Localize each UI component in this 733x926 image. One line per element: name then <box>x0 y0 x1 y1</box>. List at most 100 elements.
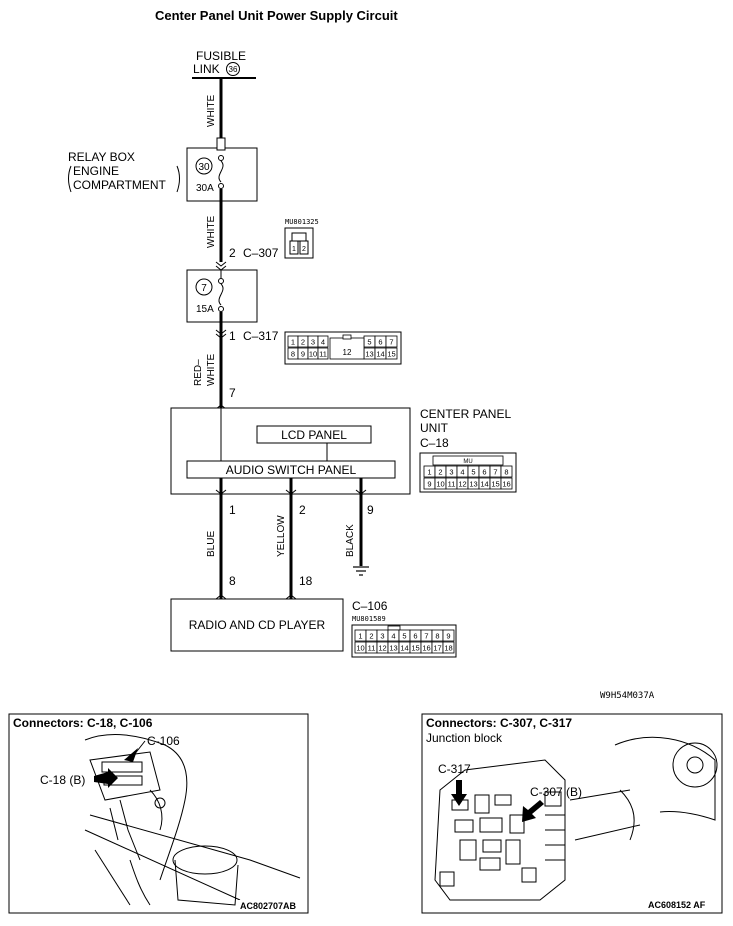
c18-top-num: 4 <box>460 468 464 477</box>
connector-c307-pin-1-num: 1 <box>292 246 296 253</box>
inset-right-code: AC608152 AF <box>648 900 706 910</box>
c106-top-num: 4 <box>391 632 395 641</box>
c317-bottom-num: 14 <box>376 350 384 359</box>
c18-bottom-num: 16 <box>502 480 510 489</box>
c18-bottom-num: 15 <box>491 480 499 489</box>
wire-color-black: BLACK <box>345 524 356 557</box>
radio-cd-player-label: RADIO AND CD PLAYER <box>189 618 326 632</box>
fusible-link-number-circle <box>226 62 240 76</box>
c106-bottom-num: 13 <box>389 644 397 653</box>
c106-bottom-num: 12 <box>378 644 386 653</box>
c106-bottom-num: 10 <box>356 644 364 653</box>
lcd-panel-label: LCD PANEL <box>281 428 347 442</box>
c317-mid-num: 12 <box>343 348 352 357</box>
pin-c307: 2 <box>229 246 236 260</box>
radio-in-chevron-18 <box>285 594 297 600</box>
c317-top-num: 1 <box>291 338 295 347</box>
fusible-link-number: 36 <box>229 65 238 74</box>
c106-top-num: 9 <box>446 632 450 641</box>
inset-left-title: Connectors: C-18, C-106 <box>13 716 153 730</box>
connector-c317-label: C–317 <box>243 329 279 343</box>
ground-icon <box>353 566 369 576</box>
relay-box-bracket-right <box>176 165 180 193</box>
inset-left-callout-c106: C-106 <box>147 734 180 748</box>
pin-cpu-2: 2 <box>299 503 306 517</box>
c18-top-num: 7 <box>493 468 497 477</box>
cpu-out-chevron-1 <box>215 489 227 495</box>
connector-c18-label: C–18 <box>420 436 449 450</box>
relay-fuse-number-circle <box>195 157 213 175</box>
connector-c106-part: MU801589 <box>352 615 386 623</box>
fusible-link-label: FUSIBLE <box>196 49 246 63</box>
c106-top-num: 3 <box>380 632 384 641</box>
c106-top-num: 7 <box>424 632 428 641</box>
c317-bottom-num: 11 <box>319 350 327 359</box>
fuse2-terminal-bottom <box>218 306 224 312</box>
pin-cpu-9: 9 <box>367 503 374 517</box>
pin-radio-18: 18 <box>299 574 313 588</box>
c106-bottom-num: 11 <box>368 644 376 653</box>
c106-top-num: 2 <box>369 632 373 641</box>
inset-left-callout-c18: C-18 (B) <box>40 773 85 787</box>
c317-bottom-num: 15 <box>387 350 395 359</box>
c317-top-num: 6 <box>378 338 382 347</box>
relay-box-bracket-left <box>68 165 72 193</box>
radio-cd-player-box <box>170 598 344 652</box>
c106-top-num: 1 <box>358 632 362 641</box>
inset-right-callout-c307: C-307 (B) <box>530 785 582 799</box>
c106-bottom-num: 17 <box>433 644 441 653</box>
inset-right-title: Connectors: C-307, C-317 <box>426 716 572 730</box>
inset-left-code-bg <box>236 900 306 911</box>
cpu-out-chevron-2 <box>285 489 297 495</box>
wire-color-red-white-1: RED– <box>193 359 204 386</box>
diagram-code: W9H54M037A <box>600 691 655 701</box>
c317-top-cell <box>385 335 398 348</box>
c106-bottom-num: 18 <box>444 644 452 653</box>
c106-bottom-cell <box>442 641 455 654</box>
c317-bottom-cell <box>317 347 329 360</box>
c317-bottom-num: 10 <box>309 350 317 359</box>
c317-top-num: 7 <box>389 338 393 347</box>
connector-c307-label: C–307 <box>243 246 279 260</box>
c18-top-num: 1 <box>427 468 431 477</box>
fuse2-rating: 15A <box>196 304 214 315</box>
lcd-panel-box <box>256 425 372 444</box>
c106-bottom-num: 15 <box>411 644 419 653</box>
relay-box-label-1: RELAY BOX <box>68 150 135 164</box>
c317-top-cell <box>317 335 329 348</box>
c317-bottom-num: 9 <box>301 350 305 359</box>
callout-arrow-c307-icon <box>522 800 544 822</box>
c317-key <box>342 334 352 340</box>
inset-right-subtitle: Junction block <box>426 731 503 745</box>
c18-top-num: 6 <box>482 468 486 477</box>
wire-color-red-white-2: WHITE <box>206 353 217 386</box>
wire-color-yellow: YELLOW <box>276 515 287 557</box>
inset-right-callout-c317: C-317 <box>438 762 471 776</box>
c317-bottom-cell <box>385 347 398 360</box>
connector-c307-part: MU801325 <box>285 218 319 226</box>
c317-top-num: 4 <box>321 338 325 347</box>
connector-c317-chevron <box>215 329 227 339</box>
pin-cpu-in: 7 <box>229 386 236 400</box>
fusible-link-label-2: LINK <box>193 62 220 76</box>
fuse2-number-circle <box>195 278 213 296</box>
c18-top-cell <box>500 465 513 478</box>
relay-fuse-arc <box>218 160 224 183</box>
c317-top-num: 5 <box>367 338 371 347</box>
center-panel-label-2: UNIT <box>420 421 449 435</box>
relay-fuse-terminal-top <box>218 155 224 161</box>
c18-top-num: 2 <box>438 468 442 477</box>
callout-arrow-c106-icon <box>124 748 138 762</box>
radio-in-chevron-8 <box>215 594 227 600</box>
connector-c106-label: C–106 <box>352 599 388 613</box>
diagram-title: Center Panel Unit Power Supply Circuit <box>155 8 398 23</box>
c106-top-cell <box>442 629 455 642</box>
connector-c307-key <box>291 232 307 242</box>
callout-arrow-c317-icon <box>451 780 467 806</box>
c106-top-num: 8 <box>435 632 439 641</box>
c106-top-num: 6 <box>413 632 417 641</box>
c18-bottom-num: 10 <box>436 480 444 489</box>
